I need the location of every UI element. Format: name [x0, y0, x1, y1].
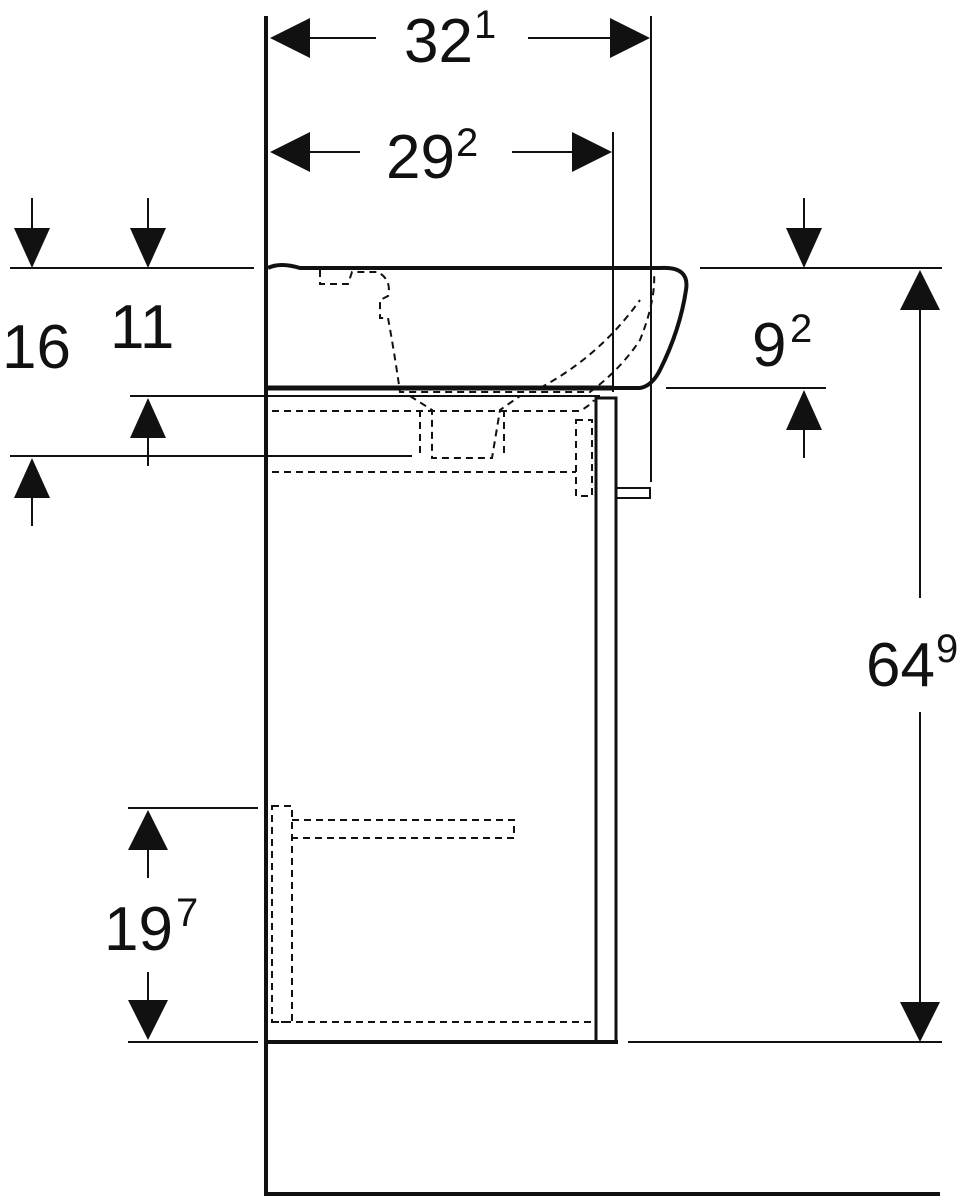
- drawer-hidden: [271, 805, 592, 1023]
- dimension-cabinet-height: 64 9: [866, 270, 958, 1042]
- dim-basin-height-value: 9: [752, 311, 786, 380]
- dimension-drawer-height: 19 7: [104, 810, 198, 1040]
- basin-bowl-hidden: [319, 270, 656, 393]
- siphon-hidden: [409, 395, 521, 459]
- dim-overall-depth-sup: 1: [474, 3, 496, 47]
- dim-basin-height-sup: 2: [790, 307, 812, 351]
- dimension-overall-depth: 32 1: [270, 3, 650, 76]
- wall-and-floor: [264, 16, 940, 1196]
- vanity-cabinet: [268, 395, 651, 1044]
- dim-cabinet-height-sup: 9: [936, 627, 958, 671]
- dim-drawer-height-sup: 7: [176, 891, 198, 935]
- dim-left-inner-value: 11: [110, 293, 174, 362]
- dim-left-outer-value: 16: [2, 313, 71, 382]
- washbasin: [267, 263, 689, 393]
- dimension-basin-depth: 29 2: [270, 121, 612, 192]
- basin-mid-hidden: [539, 299, 641, 389]
- basin-top-edge: [267, 263, 689, 390]
- dim-basin-depth-sup: 2: [456, 121, 478, 165]
- dimension-basin-height: 9 2: [752, 198, 822, 458]
- cabinet-inner-hidden: [272, 399, 595, 497]
- cabinet-front-panel: [594, 396, 618, 1044]
- dim-overall-depth-value: 32: [404, 7, 473, 76]
- dim-basin-depth-value: 29: [386, 123, 455, 192]
- extension-lines: [10, 16, 942, 1043]
- dim-cabinet-height-value: 64: [866, 631, 935, 700]
- dim-drawer-height-value: 19: [104, 895, 173, 964]
- dimension-left-heights: 16 11: [2, 198, 174, 526]
- cabinet-handle: [615, 487, 651, 499]
